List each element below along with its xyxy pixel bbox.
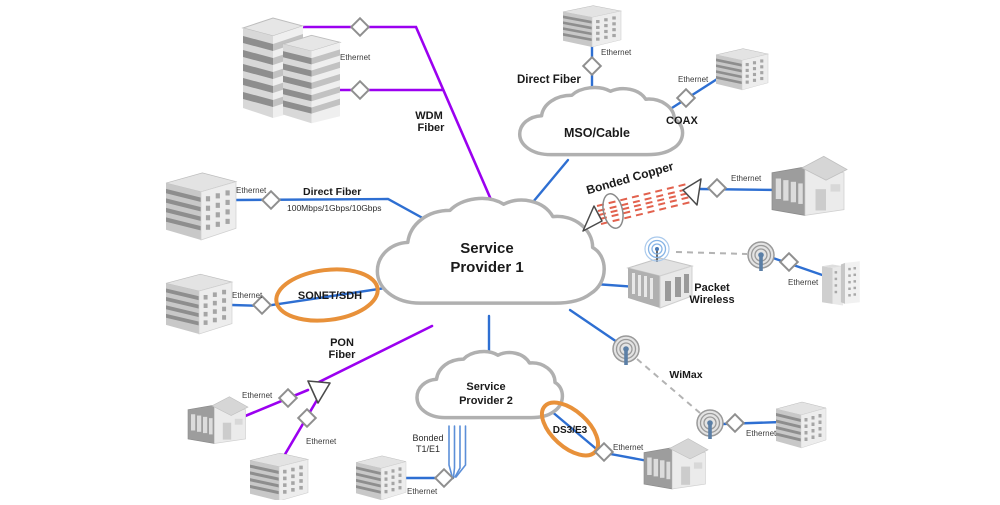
ethernet-label: Ethernet [678, 75, 709, 84]
building-packet-wireless [627, 257, 693, 309]
copper-pair-1 [596, 183, 688, 207]
cloud-service-provider-1: Service Provider 1 [377, 198, 604, 303]
building-sonet [165, 273, 233, 335]
building-direct-fiber-left [165, 172, 237, 241]
pon-splitter [307, 380, 331, 404]
bonded-copper-label: Bonded Copper [585, 159, 676, 197]
wireless-hub-wimax-near-icon [612, 335, 640, 366]
building-bonded-copper [771, 155, 848, 216]
cloud-service-provider-2: Service Provider 2 [417, 352, 562, 418]
building-bonded-t1 [355, 455, 407, 501]
connector-diamond-wimax [725, 413, 745, 433]
copper-pair-4 [599, 196, 691, 220]
cloud-mso-cable: MSO/Cable [520, 88, 683, 155]
connector-diamond-copper [707, 178, 727, 198]
coax-label: COAX [666, 115, 698, 127]
ethernet-label: Ethernet [731, 174, 762, 183]
wimax-dash [636, 358, 701, 414]
t1-bundle-1 [448, 425, 453, 477]
sp1-label-line2: Provider 1 [450, 259, 523, 276]
wdm-fiber-line-1 [288, 25, 494, 204]
connector-diamond-packet [779, 252, 799, 272]
direct-fiber-top-label: Direct Fiber [517, 74, 581, 86]
wireless-layer [612, 236, 775, 440]
ethernet-label: Ethernet [340, 53, 371, 62]
t1-bundle-4 [455, 425, 467, 478]
sp2-label-line1: Service [466, 381, 505, 393]
wdm-label-line1: WDM [415, 110, 443, 122]
rooftop-antenna-icon [644, 236, 670, 262]
building-ds3 [643, 438, 709, 490]
sp2-label-line2: Provider 2 [459, 395, 513, 407]
labels-layer: WDM Fiber Direct Fiber COAX Bonded Coppe… [232, 48, 819, 496]
overlay-shapes-layer [274, 178, 702, 458]
building-coax [715, 48, 769, 91]
ethernet-label: Ethernet [242, 391, 273, 400]
mso-cloud-label: MSO/Cable [564, 126, 630, 140]
connector-diamond-pon-a [278, 388, 298, 408]
ethernet-label: Ethernet [613, 443, 644, 452]
wimax-label: WiMax [669, 369, 702, 381]
ethernet-label: Ethernet [788, 278, 819, 287]
building-pon-house [187, 396, 249, 444]
copper-pair-2 [597, 188, 689, 212]
copper-pair-3 [598, 192, 690, 216]
ethernet-label: Ethernet [232, 291, 263, 300]
wireless-hub-packet-icon [747, 241, 775, 272]
ethernet-label: Ethernet [407, 487, 438, 496]
sonet-ring [274, 267, 380, 323]
copper-horn-left [582, 205, 603, 232]
pon-label-line1: PON [330, 337, 354, 349]
bonded-t1-label-line2: T1/E1 [416, 444, 440, 454]
packet-wireless-dash [675, 251, 748, 255]
ethernet-label: Ethernet [746, 429, 777, 438]
pon-label-line2: Fiber [329, 349, 357, 361]
building-skyscraper-front [282, 34, 341, 124]
packet-wireless-label-line1: Packet [694, 282, 730, 294]
ethernet-label: Ethernet [236, 186, 267, 195]
direct-fiber-left-label: Direct Fiber [303, 186, 361, 198]
ds3-label: DS3/E3 [553, 425, 588, 436]
sonet-label: SONET/SDH [298, 290, 362, 302]
building-packet-wireless-right [822, 261, 860, 306]
t1-bundle-2 [452, 425, 456, 478]
copper-pair-5 [600, 201, 692, 225]
pon-trunk-line [311, 324, 434, 387]
building-top-center [562, 5, 622, 48]
connector-diamond-direct-top [582, 56, 602, 76]
wireless-hub-wimax-far-icon [696, 409, 724, 440]
wimax-stub [568, 308, 622, 346]
bonded-t1-label-line1: Bonded [412, 433, 443, 443]
pon-branch-a [236, 388, 310, 421]
connector-diamond-pon-b [297, 408, 317, 428]
connector-diamond-wdm-2 [350, 80, 370, 100]
pon-branch-b [282, 398, 319, 458]
wdm-label-line2: Fiber [418, 122, 446, 134]
packet-wireless-label-line2: Wireless [689, 294, 734, 306]
copper-horn-right [682, 178, 702, 206]
building-wimax [775, 401, 827, 449]
sp1-label-line1: Service [460, 240, 513, 257]
t1-bundle-3 [454, 425, 461, 478]
building-pon-office [249, 452, 309, 502]
ethernet-label: Ethernet [306, 437, 337, 446]
copper-bundle-ring [602, 193, 624, 229]
sp1-to-mso-line [526, 158, 570, 210]
ethernet-label: Ethernet [601, 48, 632, 57]
connector-diamond-wdm-1 [350, 17, 370, 37]
direct-fiber-speeds-label: 100Mbps/1Gbps/10Gbps [287, 203, 382, 213]
clouds-layer: Service Provider 1 MSO/Cable Service Pro… [377, 88, 682, 418]
